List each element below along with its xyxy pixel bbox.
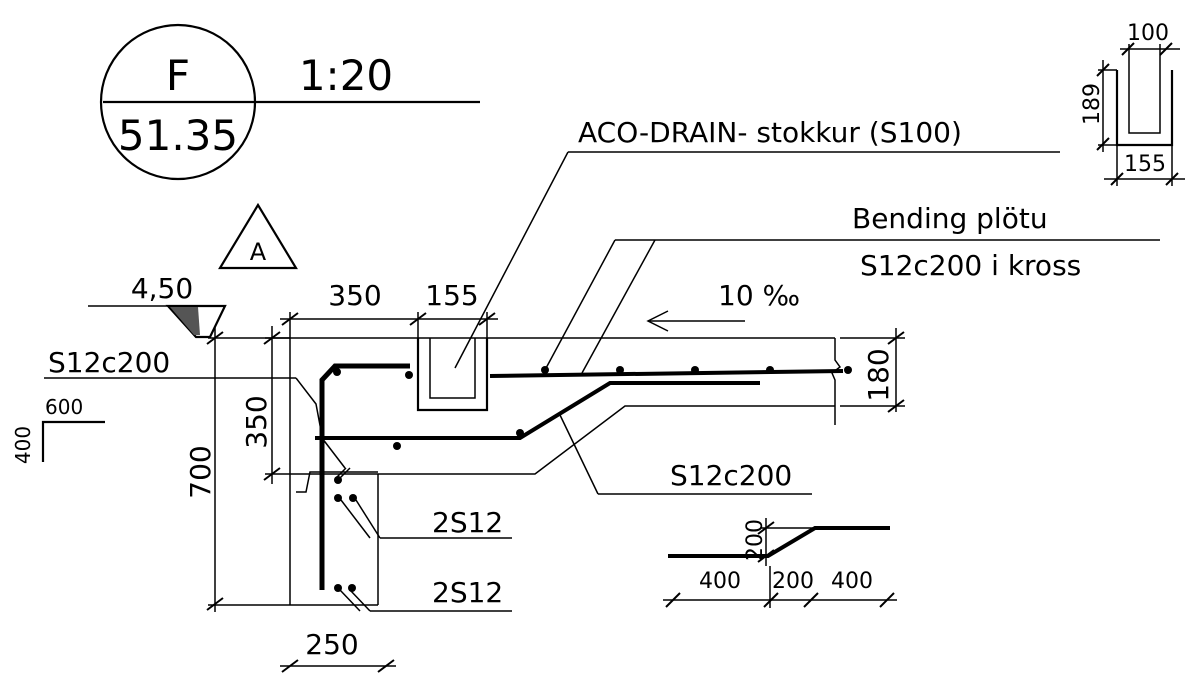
label-2s12-upper: 2S12 — [340, 499, 512, 539]
detail-letter: A — [250, 238, 267, 266]
dim-right: 180 — [840, 328, 905, 413]
dim-155-top: 155 — [425, 279, 478, 312]
dim-350-top: 350 — [328, 279, 381, 312]
dim-700-left: 700 — [184, 445, 217, 498]
section-marker: F 51.35 1:20 — [99, 23, 480, 181]
aco-drain-label: ACO-DRAIN- stokkur (S100) — [578, 116, 962, 149]
scale-label: 1:20 — [299, 51, 393, 100]
label-s12c200-left: S12c200 — [44, 346, 323, 437]
label-s12c200-right: S12c200 — [559, 414, 812, 495]
detail-marker: A — [218, 202, 298, 270]
reinforcement — [315, 363, 844, 590]
s12c200-left-label: S12c200 — [48, 346, 170, 379]
section-letter: F — [166, 51, 190, 100]
dim-bottom-250: 250 — [280, 628, 396, 673]
s12c200-right-label: S12c200 — [670, 459, 792, 492]
bend-detail-600: 600 400 — [11, 395, 105, 464]
bent-seg1: 400 — [699, 569, 741, 594]
dim-top: 350 155 — [280, 279, 498, 338]
channel-detail: 100 189 155 — [1080, 21, 1185, 186]
slope-indicator: 10 ‰ — [646, 279, 800, 332]
dim-left-350: 350 — [240, 326, 378, 484]
aco-drain-channel — [416, 338, 489, 412]
elevation-value: 4,50 — [131, 272, 193, 305]
channel-bottom: 155 — [1124, 152, 1166, 177]
dim-180-right: 180 — [862, 348, 895, 401]
dim-350-left: 350 — [240, 395, 273, 448]
elevation-marker: 4,50 — [88, 272, 227, 339]
bars-2s12-lower: 2S12 — [432, 576, 503, 609]
bent-bar-detail: 200 400 200 400 — [663, 518, 897, 608]
channel-height: 189 — [1080, 83, 1105, 125]
dim-250-bottom: 250 — [305, 628, 358, 661]
bending-line1: Bending plötu — [852, 202, 1048, 235]
label-2s12-lower: 2S12 — [339, 576, 512, 612]
bent-seg3: 400 — [831, 569, 873, 594]
bars-2s12-upper: 2S12 — [432, 506, 503, 539]
bent-rise: 200 — [743, 519, 768, 561]
sheet-number: 51.35 — [118, 111, 238, 160]
channel-top: 100 — [1127, 21, 1169, 46]
bent-seg2: 200 — [772, 569, 814, 594]
bend-400: 400 — [11, 426, 35, 464]
bending-line2: S12c200 i kross — [860, 249, 1081, 282]
bend-600: 600 — [45, 395, 83, 419]
dim-left-700: 700 — [184, 326, 290, 612]
label-bending: Bending plötu S12c200 i kross — [544, 202, 1160, 374]
slope-label: 10 ‰ — [718, 279, 800, 312]
label-aco-drain: ACO-DRAIN- stokkur (S100) — [454, 116, 1060, 369]
